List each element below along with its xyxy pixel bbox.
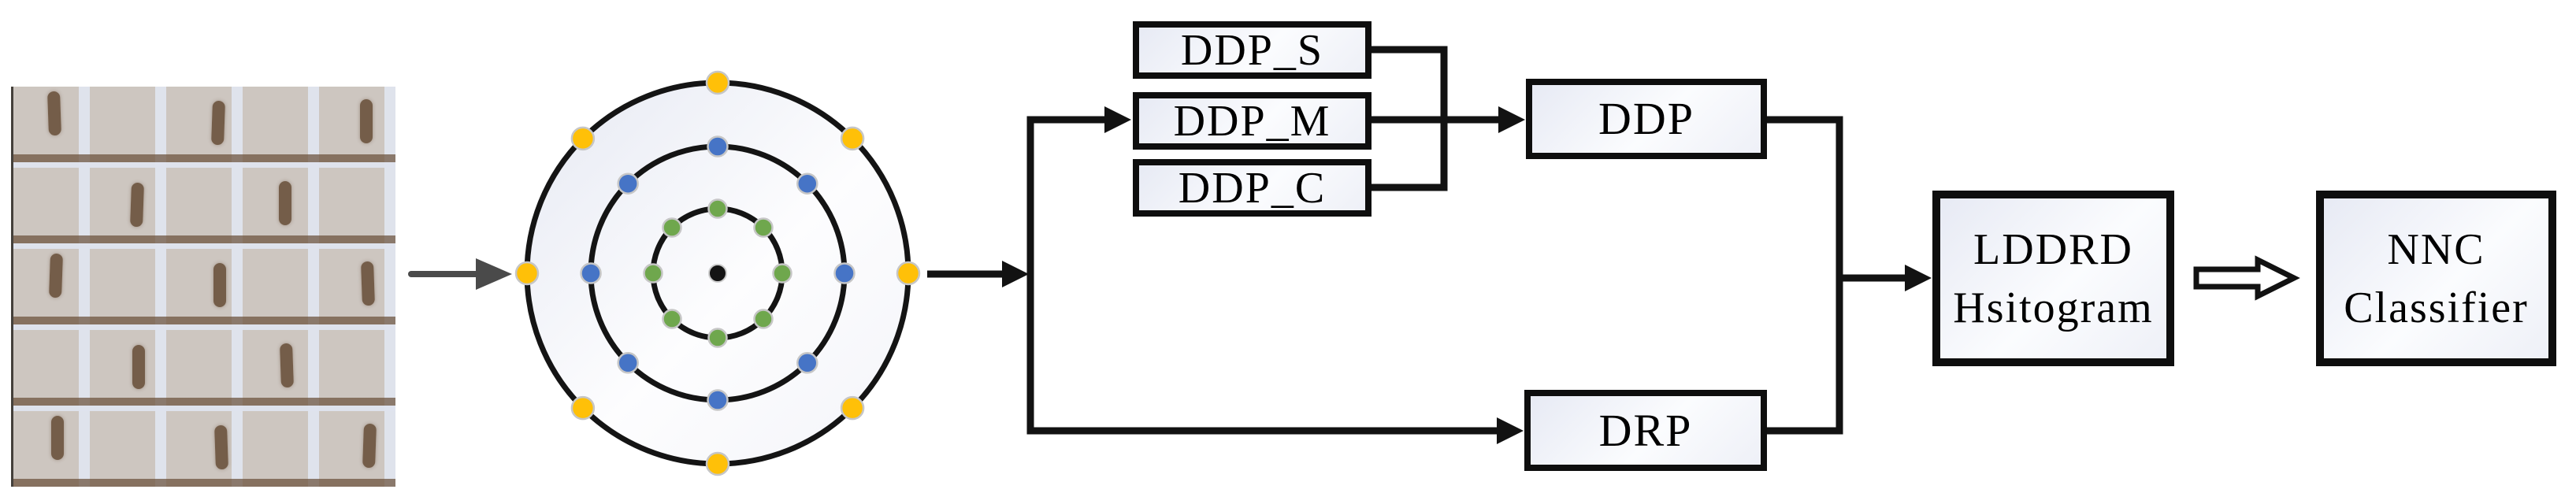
sampling-dot-middle xyxy=(580,262,602,284)
sampling-dot-outer xyxy=(840,126,865,151)
sampling-dot-outer xyxy=(570,395,596,421)
arrowhead-into-drp xyxy=(1497,417,1524,444)
arrowhead-into-lddrd xyxy=(1905,265,1932,291)
box-drp-label: DRP xyxy=(1598,404,1693,456)
box-nnc-line1: NNC xyxy=(2387,224,2485,274)
texture-dash xyxy=(213,263,226,307)
sampling-dot-outer xyxy=(570,126,596,151)
texture-dash xyxy=(132,345,145,389)
sampling-dot-middle xyxy=(707,389,729,411)
box-drp: DRP xyxy=(1524,390,1767,471)
arrowhead-into-ddp xyxy=(1498,106,1525,133)
connector-right-merge-rail xyxy=(1767,116,1843,435)
sampling-dot-outer xyxy=(705,70,730,95)
box-nnc-line2: Classifier xyxy=(2344,283,2529,332)
sampling-dot-inner xyxy=(772,263,792,284)
texture-dash xyxy=(279,181,291,225)
sampling-dot-outer xyxy=(896,261,921,286)
sampling-dots xyxy=(514,70,921,476)
sampling-dot-inner xyxy=(643,263,663,284)
box-ddp-label: DDP xyxy=(1598,93,1695,144)
texture-dash xyxy=(360,99,373,143)
sampling-dot-middle xyxy=(617,172,639,195)
sampling-dot-inner xyxy=(662,309,682,329)
sampling-dot-inner xyxy=(753,309,774,329)
box-ddp-s: DDP_S xyxy=(1133,21,1372,79)
texture-dash xyxy=(51,416,64,460)
box-lddrd-line1: LDDRD xyxy=(1973,224,2133,274)
sampling-dot-outer xyxy=(705,451,730,476)
sampling-dot-outer xyxy=(514,261,540,286)
center-pixel-dot xyxy=(708,264,727,283)
box-ddp-s-label: DDP_S xyxy=(1180,25,1324,75)
sampling-dot-inner xyxy=(707,328,728,348)
sampling-dot-middle xyxy=(796,352,818,374)
box-ddp-m-label: DDP_M xyxy=(1173,96,1331,146)
sampling-dot-inner xyxy=(662,217,682,238)
sampling-dot-middle xyxy=(796,172,818,195)
output-arrow-icon xyxy=(2193,255,2300,301)
box-lddrd-line2: Hsitogram xyxy=(1953,283,2154,332)
input-arrow-icon xyxy=(476,258,512,290)
arrowhead-into-split xyxy=(1002,261,1029,287)
sampling-dot-outer xyxy=(840,395,865,421)
box-ddp-m: DDP_M xyxy=(1133,92,1372,150)
sampling-dot-middle xyxy=(617,352,639,374)
box-ddp-c: DDP_C xyxy=(1133,159,1372,217)
sampling-dot-inner xyxy=(707,198,728,219)
sampling-dot-inner xyxy=(753,217,774,238)
box-lddrd-histogram: LDDRD Hsitogram xyxy=(1932,191,2174,366)
sampling-dot-middle xyxy=(833,262,856,284)
box-ddp-c-label: DDP_C xyxy=(1178,163,1327,213)
input-texture-image xyxy=(11,87,395,487)
box-nnc-classifier: NNC Classifier xyxy=(2316,191,2556,366)
arrowhead-into-ddpm xyxy=(1104,106,1131,133)
box-ddp: DDP xyxy=(1526,79,1767,159)
connector-split-rail xyxy=(1026,116,1497,435)
sampling-dot-middle xyxy=(707,135,729,158)
